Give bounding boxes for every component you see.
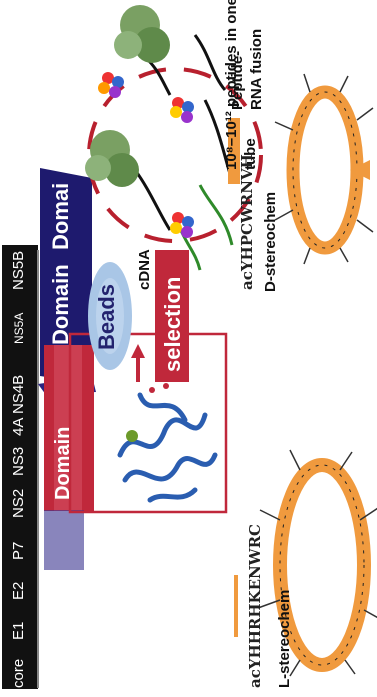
gene-ns2: NS2 bbox=[10, 489, 27, 518]
protein-structure bbox=[120, 395, 215, 500]
gene-core: core bbox=[10, 659, 27, 688]
gene-ns5a: NS5A bbox=[12, 313, 26, 344]
gene-4a: 4A bbox=[10, 418, 27, 436]
peptide-rna-label: Peptide-RNA fusion bbox=[228, 20, 266, 110]
beads-label: Beads bbox=[94, 284, 120, 350]
gene-e2: E2 bbox=[10, 582, 27, 600]
left-peptide-sequence: acYHHRHKENWRC bbox=[246, 524, 264, 688]
left-stereo-label: L-stereochem bbox=[276, 590, 293, 688]
gene-e1: E1 bbox=[10, 622, 27, 640]
domain-label-upper: Domain bbox=[48, 264, 74, 345]
gene-ns5b: NS5B bbox=[10, 251, 27, 290]
gene-ns4b: NS4B bbox=[10, 375, 27, 414]
right-peptide-sequence: acYHPCWRNVH bbox=[238, 154, 256, 290]
selection-label: selection bbox=[160, 277, 186, 372]
gene-ns3: NS3 bbox=[10, 447, 27, 476]
domain-label-lower: Domain bbox=[52, 427, 75, 500]
cdna-label: cDNA bbox=[136, 249, 153, 290]
ribosome-left bbox=[85, 130, 139, 187]
right-stereo-label: D-stereochem bbox=[262, 192, 279, 292]
gene-p7: P7 bbox=[10, 542, 27, 560]
domain-label-upper-2: Domai bbox=[48, 183, 74, 250]
right-peptide-structure bbox=[275, 74, 373, 264]
zinc-atom bbox=[126, 430, 138, 442]
ribosome-top bbox=[114, 5, 170, 63]
